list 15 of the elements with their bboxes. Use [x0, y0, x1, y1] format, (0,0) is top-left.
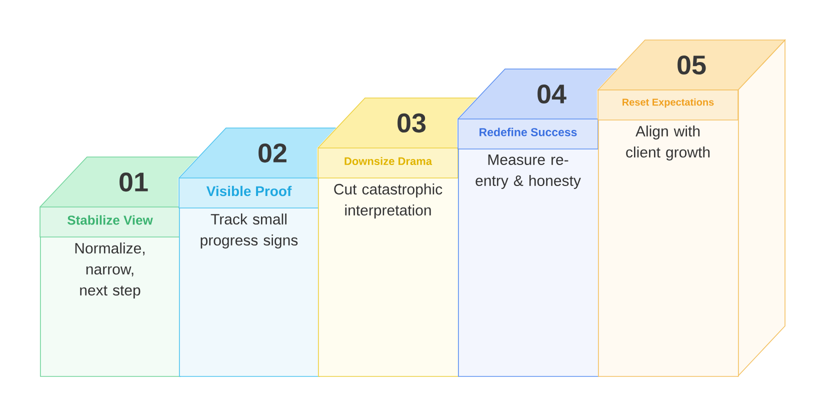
step-description: Normalize, narrow, next step	[75, 242, 144, 298]
step-heading: Reset Expectations	[622, 98, 714, 108]
step-description: Track small progress signs	[200, 214, 298, 248]
step-heading: Visible Proof	[206, 186, 292, 196]
step-number: 05	[678, 55, 706, 75]
step-heading: Stabilize View	[68, 215, 153, 225]
step-number: 04	[538, 84, 566, 104]
step-number: 02	[258, 143, 286, 163]
step-description: Align with client growth	[626, 126, 710, 160]
step-description: Cut catastrophic interpretation	[334, 184, 442, 218]
step-description: Measure re-entry & honesty	[476, 154, 581, 189]
step-heading: Redefine Success	[480, 128, 577, 136]
step-heading: Downsize Drama	[344, 156, 432, 166]
step-number: 01	[120, 172, 148, 192]
step-number: 03	[398, 113, 426, 133]
